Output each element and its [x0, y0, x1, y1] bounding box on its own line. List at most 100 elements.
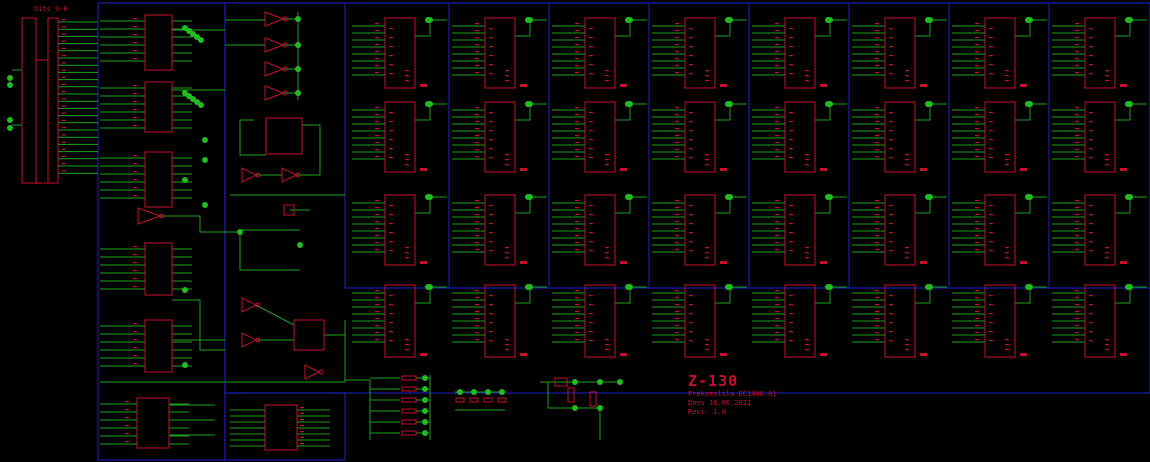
pin-label [575, 332, 579, 334]
pin-label [475, 297, 479, 299]
memory-chip [884, 194, 916, 266]
pin-label [689, 340, 693, 342]
pin-label [975, 200, 979, 202]
capacitor [455, 397, 465, 403]
pin-label [689, 73, 693, 75]
pin-label [300, 431, 304, 433]
pin-label [389, 28, 393, 30]
pin-label [975, 37, 979, 39]
pin-label [575, 114, 579, 116]
pin-label [489, 304, 493, 306]
junction-dot [725, 194, 731, 200]
pin-label [805, 252, 809, 254]
pin-label [300, 443, 304, 445]
pin-label [1075, 58, 1079, 60]
pin-label [675, 135, 679, 137]
junction-dot [422, 430, 428, 436]
pin-label [133, 323, 137, 325]
data-line [615, 103, 647, 121]
pin-label [975, 128, 979, 130]
junction-dot [295, 16, 301, 22]
pin-label [589, 121, 593, 123]
pin-label [1089, 121, 1093, 123]
pin-label [389, 340, 393, 342]
pin-label [889, 223, 893, 225]
junction-dot [422, 386, 428, 392]
pin-label [62, 91, 66, 93]
data-line [415, 103, 447, 121]
pin-label [389, 214, 393, 216]
pin-label [125, 409, 129, 411]
pin-label [775, 290, 779, 292]
pin-label [1089, 55, 1093, 57]
pin-label [805, 154, 809, 156]
pin-label [375, 58, 379, 60]
pin-label [789, 130, 793, 132]
memory-chip [984, 194, 1016, 266]
pin-label [889, 148, 893, 150]
pin-label [989, 148, 993, 150]
pin-label [805, 164, 809, 166]
pin-label [133, 270, 137, 272]
resistor [920, 261, 927, 264]
pin-label [475, 37, 479, 39]
pin-label [389, 112, 393, 114]
data-line [415, 196, 447, 214]
pin-label [1075, 290, 1079, 292]
pin-label [389, 241, 393, 243]
pin-label [1105, 257, 1109, 259]
pin-label [905, 154, 909, 156]
pin-label [375, 235, 379, 237]
data-line [615, 286, 647, 304]
pin-label [875, 51, 879, 53]
pin-label [975, 51, 979, 53]
wires [12, 12, 1147, 447]
junction-dot [295, 90, 301, 96]
pin-label [875, 304, 879, 306]
pin-label [705, 70, 709, 72]
pin-label [805, 339, 809, 341]
resistor [620, 168, 627, 171]
pin-label [62, 170, 66, 172]
pin-label [489, 232, 493, 234]
pin-label [889, 304, 893, 306]
pin-label [1089, 241, 1093, 243]
pin-label [1005, 164, 1009, 166]
pin-label [405, 164, 409, 166]
junction-dot [422, 419, 428, 425]
pin-label [489, 121, 493, 123]
pin-label [675, 30, 679, 32]
pin-label [489, 55, 493, 57]
pin-label [489, 322, 493, 324]
pin-label [875, 311, 879, 313]
pin-label [475, 135, 479, 137]
junction-dot [625, 194, 631, 200]
flip-flop [293, 319, 325, 351]
pin-label [62, 112, 66, 114]
pin-label [675, 149, 679, 151]
junction-dot [925, 284, 931, 290]
pin-label [389, 295, 393, 297]
pin-label [875, 107, 879, 109]
pin-label [62, 83, 66, 85]
resistor [720, 261, 727, 264]
pin-label [133, 85, 137, 87]
junction-dot [182, 287, 188, 293]
pin-label [975, 332, 979, 334]
pin-label [989, 313, 993, 315]
pin-label [805, 247, 809, 249]
pin-label [889, 250, 893, 252]
pin-label [605, 70, 609, 72]
pin-label [1075, 214, 1079, 216]
pin-label [675, 72, 679, 74]
buffer-gate [241, 167, 258, 183]
pin-label [875, 142, 879, 144]
pin-label [975, 30, 979, 32]
pin-label [389, 250, 393, 252]
pin-label [705, 80, 709, 82]
pin-label [133, 171, 137, 173]
resistor [1120, 353, 1127, 356]
pin-label [133, 347, 137, 349]
pin-label [605, 339, 609, 341]
pin-label [133, 101, 137, 103]
